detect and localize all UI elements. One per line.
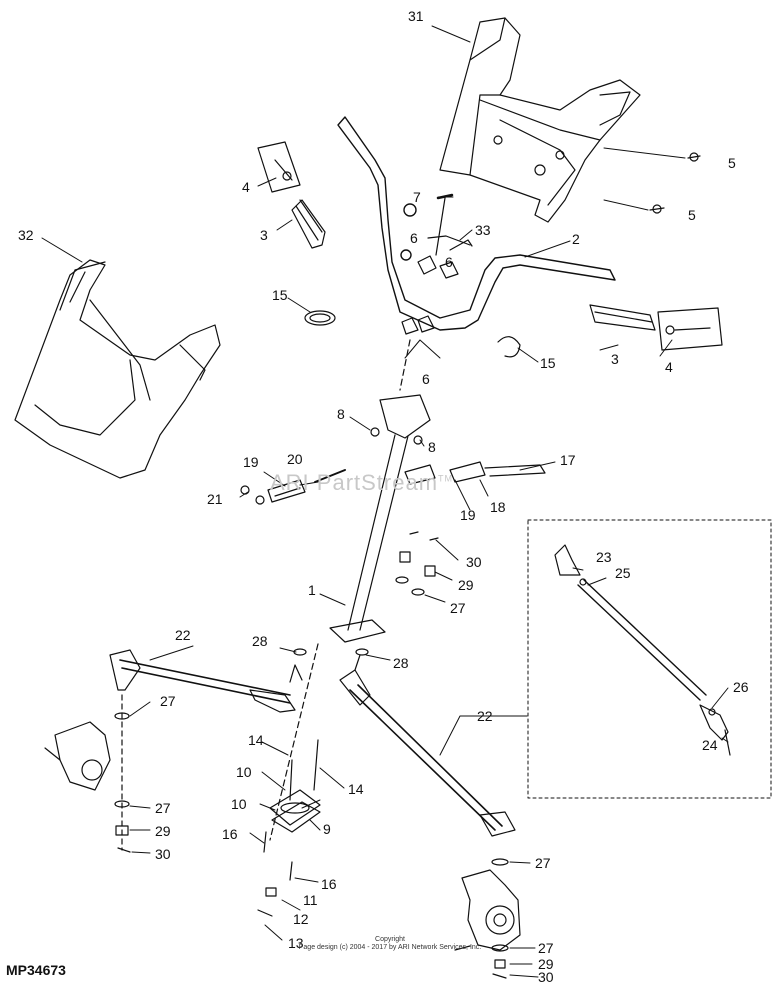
copyright-line-2: Page design (c) 2004 - 2017 by ARI Netwo… <box>298 944 482 951</box>
callout-13: 13 <box>288 935 304 951</box>
callout-33: 33 <box>475 222 491 238</box>
lower-steering-parts <box>257 739 321 917</box>
callout-15: 15 <box>540 355 556 371</box>
callout-28: 28 <box>252 633 268 649</box>
callout-23: 23 <box>596 549 612 565</box>
callout-7: 7 <box>413 189 421 205</box>
watermark-text: ARI PartStreamTM <box>270 470 454 495</box>
callout-19: 19 <box>243 454 259 470</box>
callout-8: 8 <box>428 439 436 455</box>
handlebar <box>337 116 616 331</box>
callout-4: 4 <box>665 359 673 375</box>
callout-27: 27 <box>538 940 554 956</box>
callout-16: 16 <box>222 826 238 842</box>
callout-15: 15 <box>272 287 288 303</box>
callout-25: 25 <box>615 565 631 581</box>
left-grip <box>257 141 326 249</box>
copyright-notice: Copyright Page design (c) 2004 - 2017 by… <box>240 936 540 952</box>
callout-28: 28 <box>393 655 409 671</box>
tie-rod-detail-inset <box>527 519 772 799</box>
left-tie-rod <box>109 649 303 713</box>
callout-29: 29 <box>458 577 474 593</box>
callout-11: 11 <box>303 892 318 908</box>
callout-4: 4 <box>242 179 250 195</box>
callout-29: 29 <box>538 956 554 972</box>
callout-17: 17 <box>560 452 576 468</box>
callout-9: 9 <box>323 821 331 837</box>
diagram-code: MP34673 <box>6 962 66 978</box>
callout-20: 20 <box>287 451 303 467</box>
callout-6: 6 <box>445 254 453 270</box>
upper-fairing <box>439 17 641 223</box>
callout-26: 26 <box>733 679 749 695</box>
callout-6: 6 <box>422 371 430 387</box>
callout-5: 5 <box>688 207 696 223</box>
callout-27: 27 <box>155 800 171 816</box>
callout-6: 6 <box>410 230 418 246</box>
steering-column <box>269 339 431 841</box>
callout-2: 2 <box>572 231 580 247</box>
right-tie-rod <box>339 654 516 837</box>
springs <box>304 310 521 358</box>
callout-22: 22 <box>175 627 191 643</box>
callout-10: 10 <box>231 796 247 812</box>
callout-19: 19 <box>460 507 476 523</box>
callout-14: 14 <box>348 781 364 797</box>
callout-31: 31 <box>408 8 424 24</box>
callout-24: 24 <box>702 737 718 753</box>
callout-12: 12 <box>293 911 309 927</box>
callout-1: 1 <box>308 582 316 598</box>
callout-32: 32 <box>18 227 34 243</box>
callout-27: 27 <box>160 693 176 709</box>
callout-14: 14 <box>248 732 264 748</box>
hardware-center <box>293 531 439 656</box>
callout-3: 3 <box>611 351 619 367</box>
callout-30: 30 <box>466 554 482 570</box>
callout-27: 27 <box>450 600 466 616</box>
callout-16: 16 <box>321 876 337 892</box>
callout-27: 27 <box>535 855 551 871</box>
callout-5: 5 <box>728 155 736 171</box>
link-plates <box>240 427 546 505</box>
callout-18: 18 <box>490 499 506 515</box>
lower-fairing <box>14 259 221 479</box>
callout-30: 30 <box>538 969 554 985</box>
left-spindle <box>44 694 131 853</box>
right-spindle <box>454 858 521 979</box>
callout-22: 22 <box>477 708 493 724</box>
callout-30: 30 <box>155 846 171 862</box>
callout-21: 21 <box>207 491 223 507</box>
callout-8: 8 <box>337 406 345 422</box>
fairing-screws <box>649 152 701 214</box>
callout-3: 3 <box>260 227 268 243</box>
leader-lines <box>41 25 729 978</box>
copyright-line-1: Copyright <box>375 936 405 943</box>
right-grip <box>589 304 723 351</box>
callout-10: 10 <box>236 764 252 780</box>
callout-29: 29 <box>155 823 171 839</box>
